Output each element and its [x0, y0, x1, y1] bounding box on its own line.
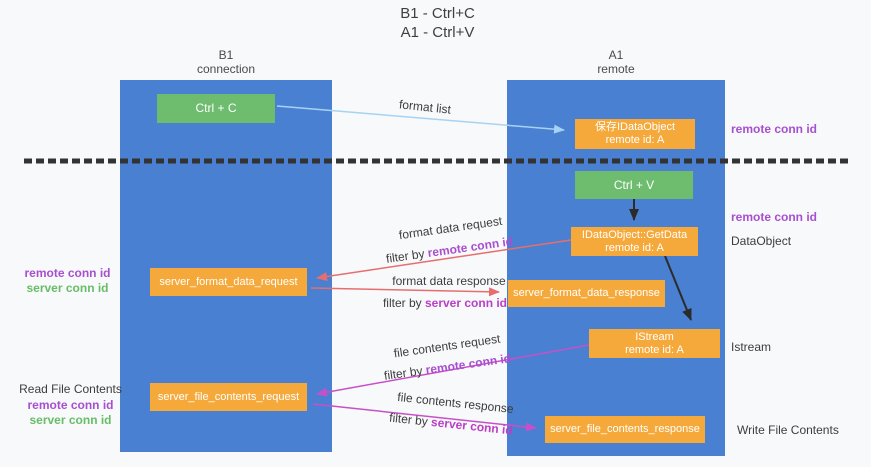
- a1-column-header: A1 remote: [507, 48, 725, 76]
- server-format-data-response-box: server_format_data_response: [508, 280, 665, 307]
- b1-column-title: B1: [218, 48, 234, 62]
- format-data-request-arrow: [316, 239, 572, 281]
- getdata-to-istream-arrow: [664, 255, 692, 321]
- left-server-conn-id-label-2: server conn id: [29, 413, 112, 427]
- ctrl-v-box: Ctrl + V: [575, 171, 693, 199]
- server-format-data-response-label: server_format_data_response: [513, 287, 660, 299]
- format-list-arrow: [276, 105, 565, 134]
- server-file-contents-response-box: server_file_contents_response: [545, 416, 705, 443]
- read-file-contents-label: Read File Contents: [19, 382, 122, 396]
- b1-column-header: B1 connection: [120, 48, 332, 76]
- file-contents-response-arrow: [312, 403, 537, 432]
- dataobject-label: DataObject: [731, 234, 792, 248]
- server-format-data-request-label: server_format_data_request: [159, 275, 298, 288]
- file-contents-request-arrow: [316, 344, 590, 397]
- b1-column-subtitle: connection: [196, 62, 256, 76]
- save-idataobject-line1: 保存IDataObject: [594, 121, 676, 133]
- getdata-line2: remote id: A: [605, 241, 664, 254]
- save-idataobject-line2: remote id: A: [605, 134, 665, 146]
- a1-column-subtitle: remote: [597, 62, 635, 76]
- istream-side-label: Istream: [731, 340, 772, 354]
- istream-line2: remote id: A: [625, 343, 684, 356]
- server-file-contents-response-label: server_file_contents_response: [550, 423, 700, 435]
- left-remote-conn-id-label-1: remote conn id: [24, 266, 111, 280]
- format-data-response-label: format data response: [392, 274, 506, 288]
- server-file-contents-request-label: server_file_contents_request: [157, 390, 300, 403]
- idataobject-getdata-box: IDataObject::GetData remote id: A: [571, 227, 698, 256]
- left-server-conn-id-label-1: server conn id: [26, 281, 109, 295]
- title-line-1: B1 - Ctrl+C: [400, 5, 475, 22]
- save-idataobject-box: 保存IDataObject remote id: A: [575, 119, 695, 149]
- right-remote-conn-id-label-1: remote conn id: [731, 122, 818, 136]
- getdata-line1: IDataObject::GetData: [581, 228, 688, 241]
- a1-column-title: A1: [608, 48, 624, 62]
- istream-line1: IStream: [635, 330, 674, 343]
- ctrl-c-box: Ctrl + C: [157, 94, 275, 123]
- server-format-data-request-box: server_format_data_request: [150, 268, 307, 296]
- format-data-response-arrow: [310, 287, 500, 297]
- right-remote-conn-id-label-2: remote conn id: [731, 210, 818, 224]
- left-remote-conn-id-label-2: remote conn id: [27, 398, 114, 412]
- title-line-2: A1 - Ctrl+V: [400, 24, 475, 41]
- format-data-response-filter-label: filter by server conn id: [375, 296, 515, 310]
- ctrl-c-label: Ctrl + C: [195, 101, 237, 115]
- server-file-contents-request-box: server_file_contents_request: [150, 383, 307, 411]
- istream-box: IStream remote id: A: [589, 329, 720, 358]
- filter-by-text: filter by: [382, 296, 425, 310]
- server-conn-id-key: server conn id: [424, 296, 508, 310]
- ctrl-v-label: Ctrl + V: [613, 177, 655, 192]
- diagram-title: B1 - Ctrl+C A1 - Ctrl+V: [330, 4, 545, 42]
- write-file-contents-label: Write File Contents: [737, 423, 839, 437]
